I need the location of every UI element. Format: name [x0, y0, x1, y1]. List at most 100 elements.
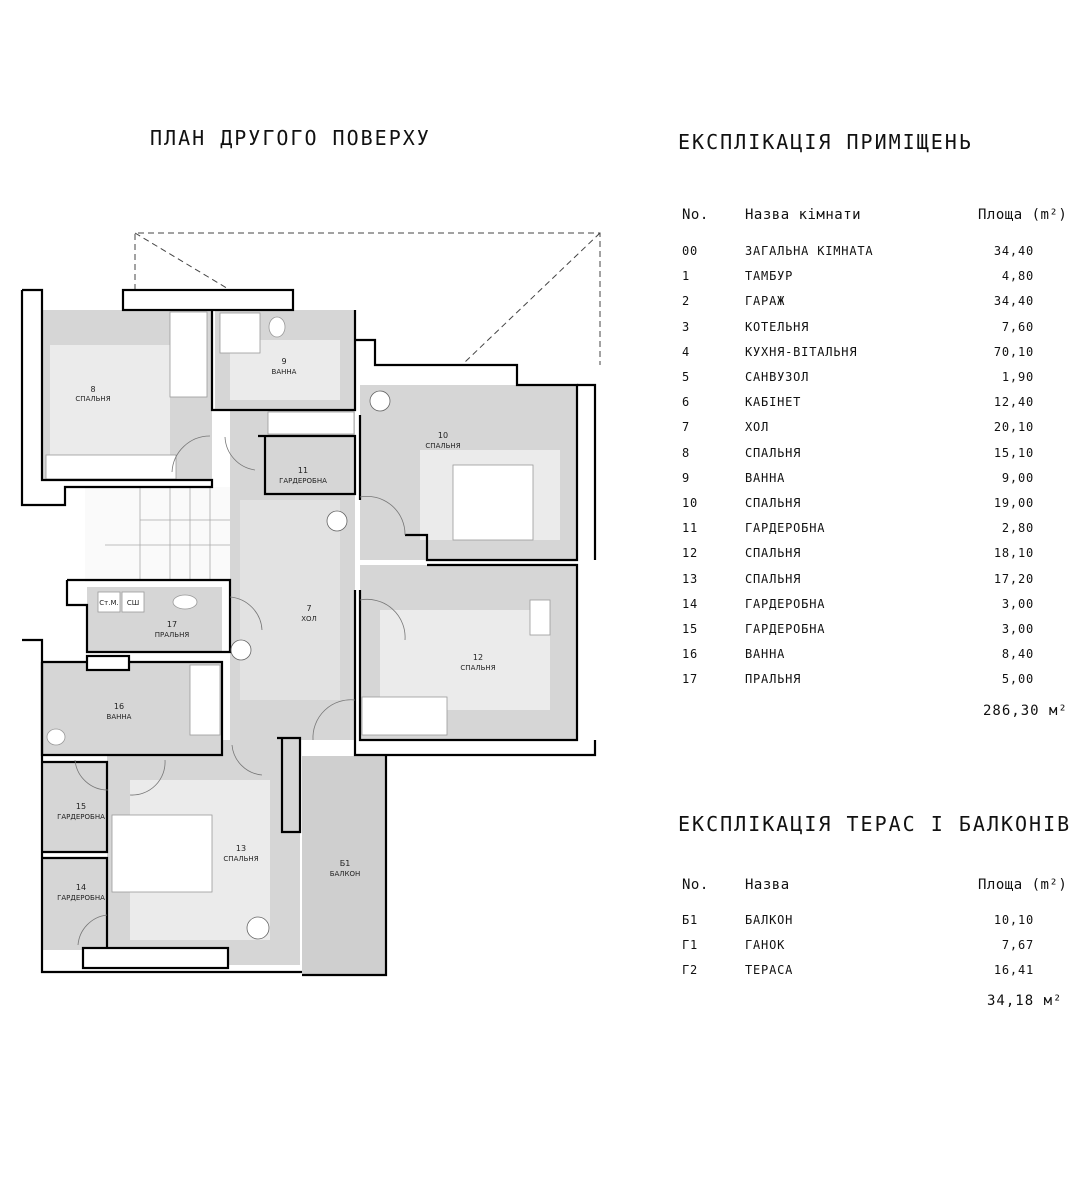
plant-icon: [246, 916, 270, 940]
cell-no: 9: [682, 470, 691, 485]
shower: [219, 312, 261, 354]
room-13-name: СПАЛЬНЯ: [223, 855, 258, 863]
cell-area: 16,41: [993, 963, 1034, 977]
room-16-number: 16: [114, 702, 124, 711]
room-labels: 8 СПАЛЬНЯ 9 ВАННА 10 СПАЛЬНЯ 11 ГАРДЕРОБ…: [57, 357, 496, 902]
cell-name: ГАРДЕРОБНА: [745, 622, 826, 636]
cell-no: 13: [682, 571, 699, 586]
cell-no: 7: [682, 420, 691, 435]
cell-no: 1: [682, 269, 691, 284]
room-15-name: ГАРДЕРОБНА: [57, 813, 105, 821]
cell-no: 6: [682, 395, 691, 410]
plant-icon: [326, 510, 348, 532]
dryer-label: СШ: [127, 599, 139, 607]
room-12-name: СПАЛЬНЯ: [460, 664, 495, 672]
room-13-number: 13: [236, 844, 246, 853]
cell-no: 5: [682, 370, 691, 384]
sink-17: [172, 594, 198, 610]
cell-area: 20,10: [993, 420, 1034, 435]
cell-area: 19,00: [993, 496, 1034, 510]
room-15-number: 15: [76, 802, 86, 811]
room-17-name: ПРАЛЬНЯ: [155, 631, 190, 639]
cell-no: 12: [682, 546, 699, 561]
terraces-header-name: Назва: [745, 877, 790, 893]
cell-area: 3,00: [1001, 596, 1034, 611]
cell-name: ГАНОК: [745, 938, 786, 952]
cell-no: 16: [682, 647, 699, 662]
room-17-number: 17: [167, 620, 177, 629]
terraces-table-title: ЕКСПЛІКАЦІЯ ТЕРАС І БАЛКОНІВ: [678, 812, 1072, 836]
table-row: 3 КОТЕЛЬНЯ 7,60: [682, 320, 1062, 340]
cell-no: 15: [682, 622, 699, 636]
cell-no: Г1: [682, 938, 699, 952]
cell-area: 7,67: [1001, 938, 1034, 952]
cell-area: 10,10: [993, 913, 1034, 927]
bed-10: [452, 464, 534, 541]
cell-name: САНВУЗОЛ: [745, 370, 810, 384]
cell-area: 1,90: [1001, 370, 1034, 384]
cell-area: 2,80: [1001, 521, 1034, 536]
cell-area: 7,60: [1001, 319, 1034, 334]
cell-area: 15,10: [993, 445, 1034, 460]
terraces-header-no: No.: [682, 877, 709, 893]
cell-area: 8,40: [1001, 647, 1034, 662]
dryer: [121, 591, 145, 613]
cell-name: ПРАЛЬНЯ: [745, 672, 802, 687]
room-8-number: 8: [90, 385, 95, 394]
cell-area: 5,00: [1001, 672, 1034, 687]
cell-name: ТАМБУР: [745, 269, 794, 284]
cell-area: 70,10: [993, 344, 1034, 359]
vanity-9: [267, 411, 355, 435]
toilet-16: [46, 728, 66, 746]
cell-no: 2: [682, 294, 691, 309]
furniture: [45, 311, 551, 893]
room-11-number: 11: [298, 466, 308, 475]
room-8-name: СПАЛЬНЯ: [75, 395, 110, 403]
plants: [230, 390, 391, 940]
cell-area: 9,00: [1001, 470, 1034, 485]
terraces-total: 34,18 м²: [987, 993, 1063, 1009]
room-14-name: ГАРДЕРОБНА: [57, 894, 105, 902]
table-row: 5 САНВУЗОЛ 1,90: [682, 370, 1062, 390]
cell-no: Б1: [682, 913, 699, 927]
cell-no: 00: [682, 244, 699, 258]
balcony-number: Б1: [340, 859, 351, 868]
room-14-floor: [42, 858, 107, 950]
cell-name: СПАЛЬНЯ: [745, 571, 802, 586]
room-7-name: ХОЛ: [301, 615, 317, 623]
doors: [74, 435, 406, 946]
table-row: Г1 ГАНОК 7,67: [682, 938, 1062, 958]
balcony-floor: [302, 756, 386, 975]
plant-icon: [369, 390, 391, 412]
washer: [97, 591, 121, 613]
cell-name: ГАРДЕРОБНА: [745, 521, 826, 536]
room-12-number: 12: [473, 653, 483, 662]
desk-12: [529, 599, 551, 636]
bathtub: [189, 664, 221, 736]
rooms-header-name: Назва кімнати: [745, 207, 862, 223]
room-10-name: СПАЛЬНЯ: [425, 442, 460, 450]
cell-name: СПАЛЬНЯ: [745, 496, 802, 510]
cell-no: 3: [682, 319, 691, 334]
plan-title: ПЛАН ДРУГОГО ПОВЕРХУ: [150, 126, 431, 150]
terraces-header-area: Площа (m²): [978, 877, 1068, 893]
bed-12: [361, 696, 448, 736]
room-11-name: ГАРДЕРОБНА: [279, 477, 327, 485]
cell-no: 4: [682, 344, 691, 359]
cell-name: КОТЕЛЬНЯ: [745, 319, 810, 334]
cell-area: 34,40: [993, 294, 1034, 309]
